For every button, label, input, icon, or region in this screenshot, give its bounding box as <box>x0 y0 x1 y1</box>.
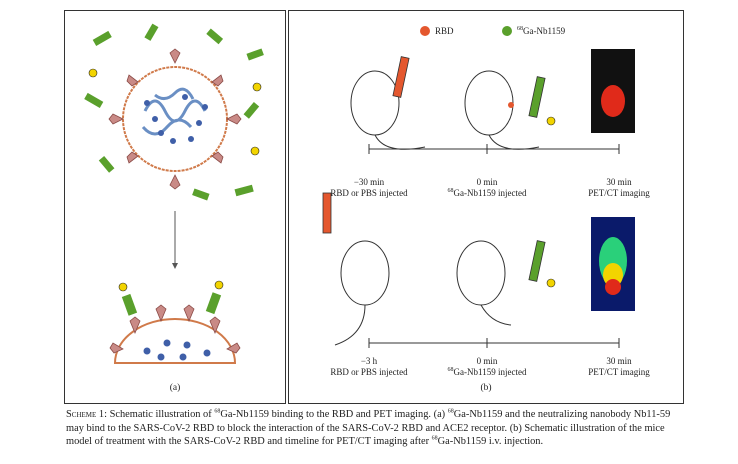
caption-text-1: Schematic illustration of <box>106 409 215 420</box>
bottom-t1-desc: RBD or PBS injected <box>330 367 408 377</box>
legend-rbd-label: RBD <box>435 26 454 36</box>
top-t2-desc: 68Ga-Nb1159 injected <box>447 188 527 198</box>
caption-sup-1: 68 <box>214 408 221 415</box>
bottom-t3-time: 30 min <box>606 356 632 366</box>
bottom-t3-desc: PET/CT imaging <box>588 367 650 377</box>
caption-sup-3: 68 <box>431 435 438 442</box>
top-t3-time: 30 min <box>606 177 632 187</box>
bottom-t2-desc: 68Ga-Nb1159 injected <box>447 367 527 377</box>
figure-caption: Scheme 1: Schematic illustration of 68Ga… <box>66 408 686 449</box>
panel-b: RBD 68Ga-Nb1159 −30 min RBD or PBS injec… <box>288 10 684 404</box>
nanobody-legend-icon <box>502 26 512 36</box>
bottom-t1-time: −3 h <box>360 356 378 366</box>
experiment-illustration <box>322 26 635 348</box>
panel-a: (a) <box>64 10 286 404</box>
caption-text-4: Ga-Nb1159 i.v. injection. <box>437 436 544 447</box>
bottom-t2-time: 0 min <box>476 356 498 366</box>
panel-b-label: (b) <box>480 383 492 393</box>
top-t1-desc: RBD or PBS injected <box>330 188 408 198</box>
top-t1-time: −30 min <box>353 177 385 187</box>
caption-text-3: Ga-Nb1159 and the neutralizing nanobody … <box>66 409 671 447</box>
top-t2-time: 0 min <box>476 177 498 187</box>
legend-ga-label: 68Ga-Nb1159 <box>517 26 566 36</box>
panel-a-label: (a) <box>169 383 181 393</box>
virus-illustration <box>84 23 264 364</box>
caption-text-2: Ga-Nb1159 binding to the RBD and PET ima… <box>220 409 448 420</box>
caption-scheme-label: Scheme 1: <box>66 409 107 420</box>
rbd-legend-icon <box>420 26 430 36</box>
caption-sup-2: 68 <box>447 408 454 415</box>
top-t3-desc: PET/CT imaging <box>588 188 650 198</box>
